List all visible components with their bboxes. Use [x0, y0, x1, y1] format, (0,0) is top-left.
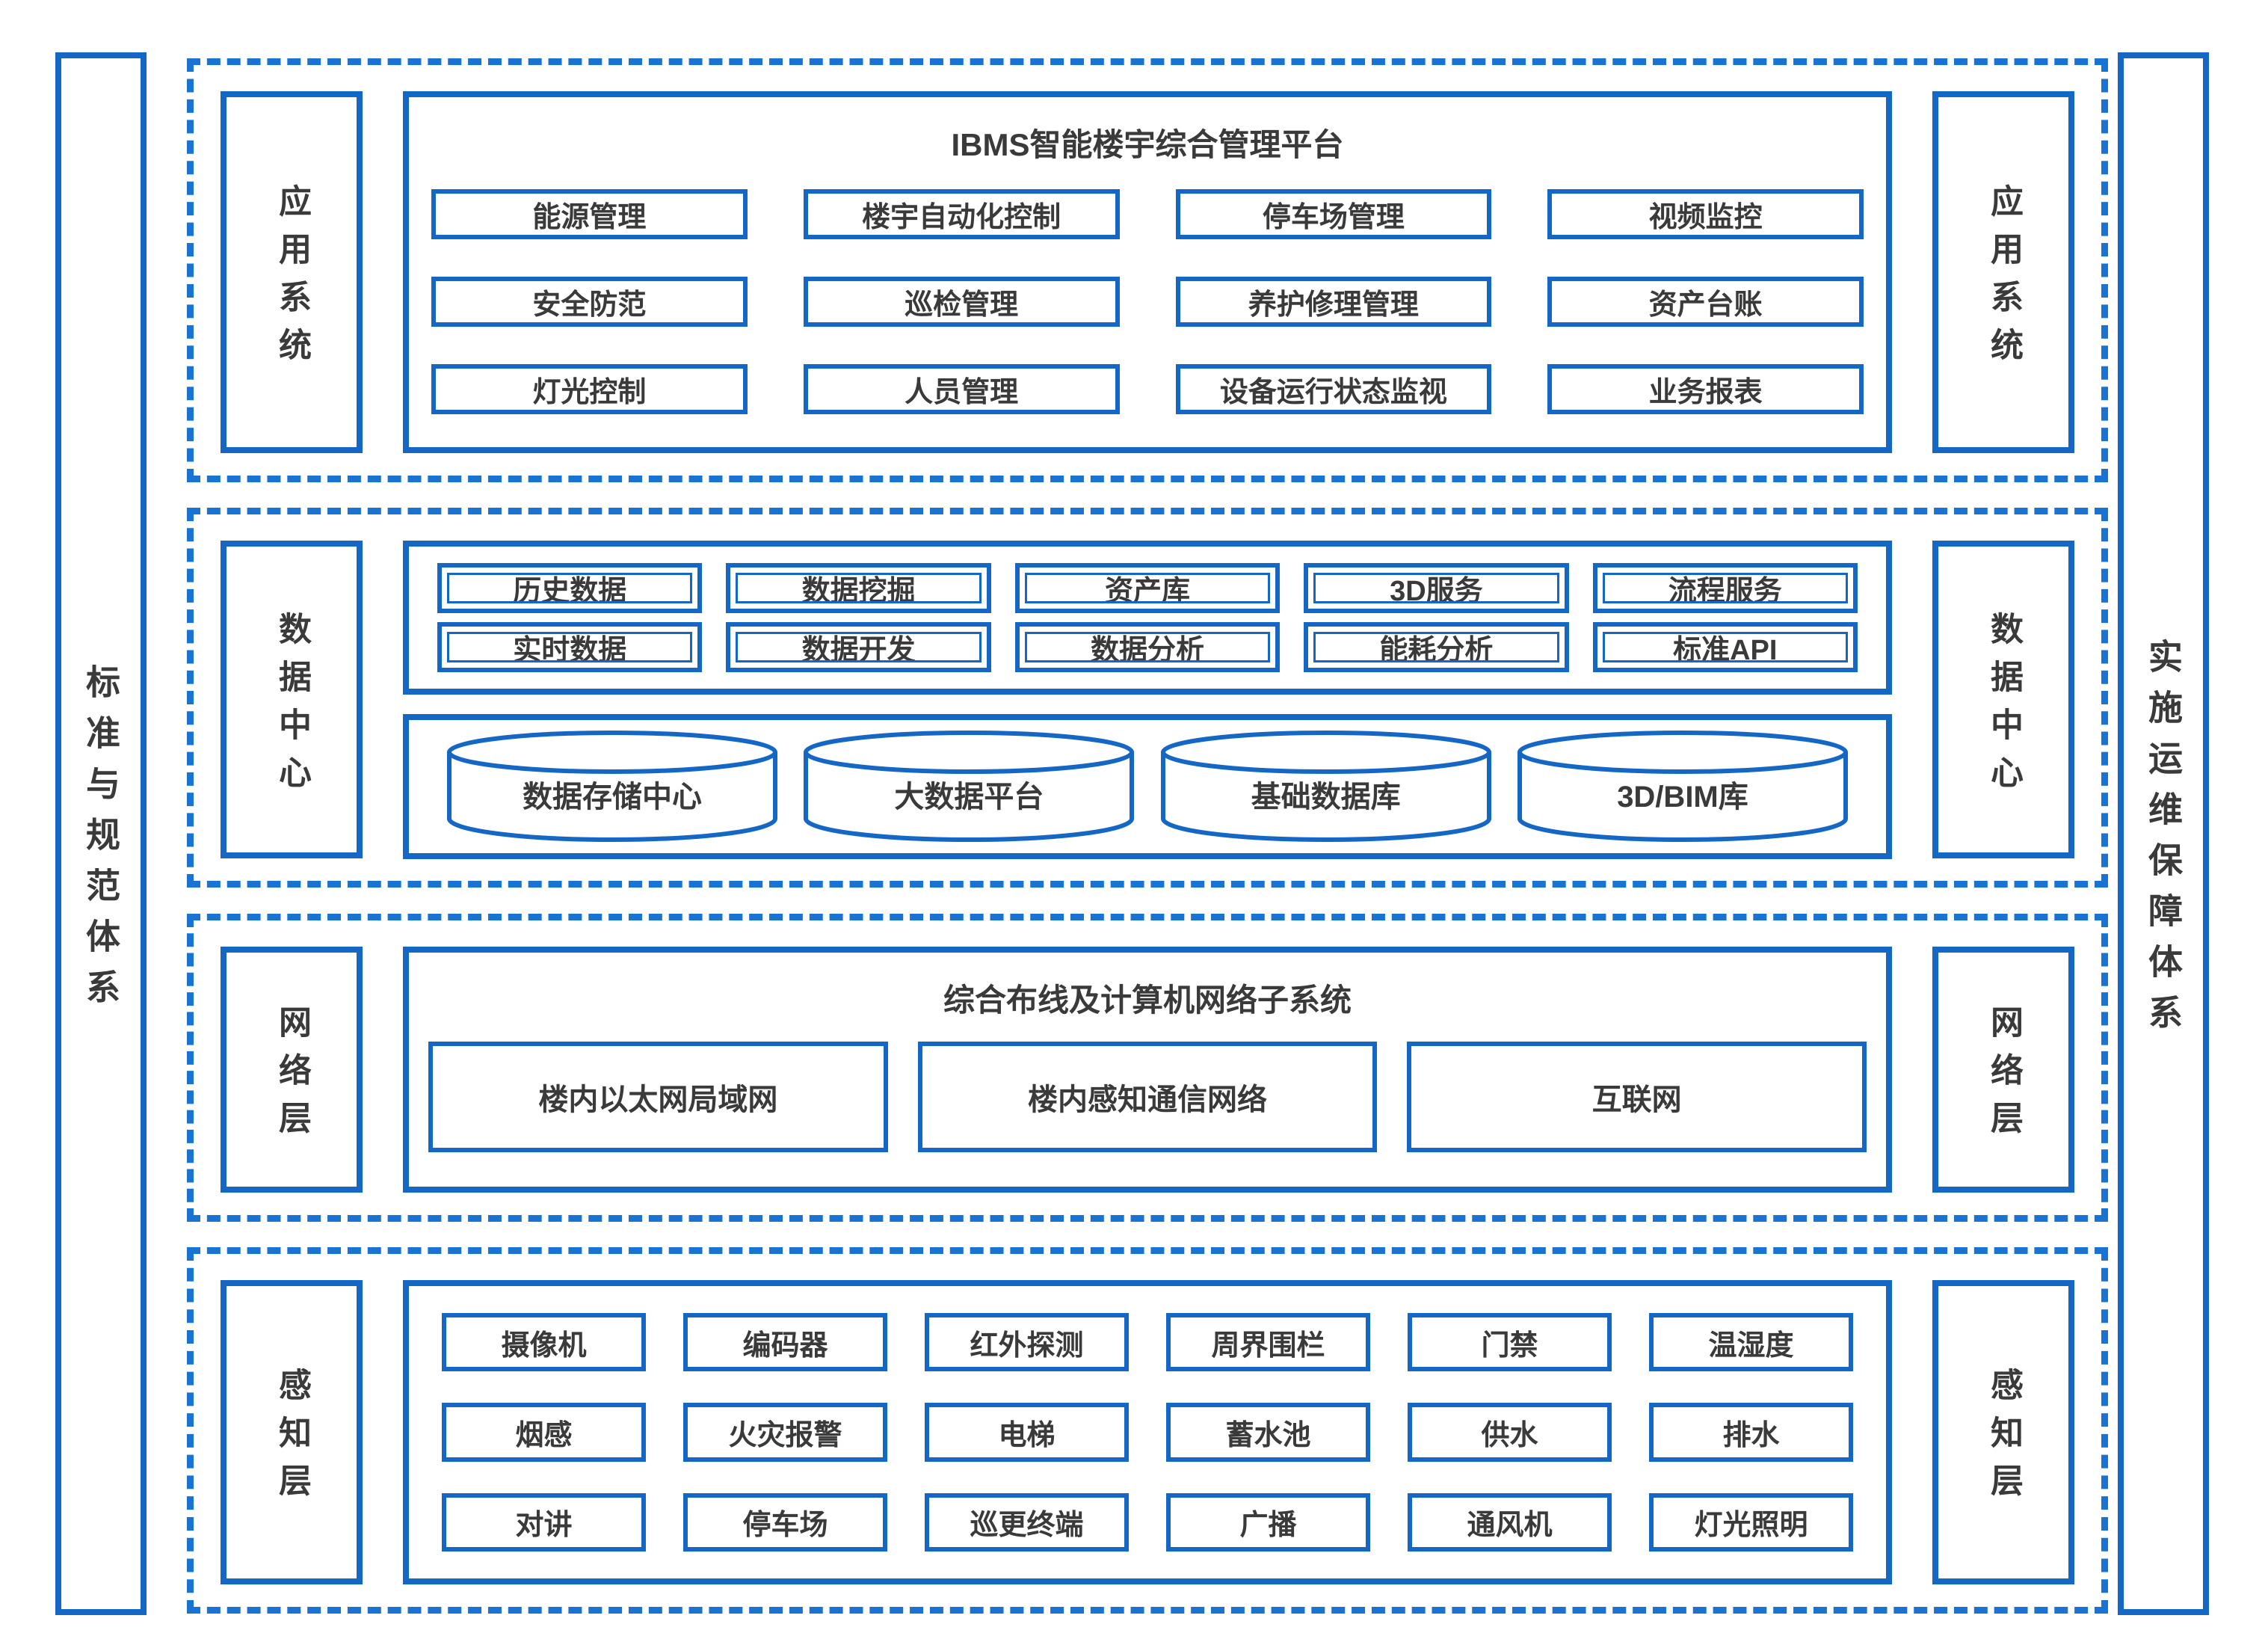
application-layer-label-right: 应用系统 [1932, 91, 2074, 453]
data-service-box: 资产库 [1014, 563, 1281, 614]
application-layer-content: IBMS智能楼宇综合管理平台 能源管理 楼宇自动化控制 停车场管理 视频监控 安… [403, 91, 1892, 453]
data-service-box: 数据分析 [1014, 622, 1281, 673]
perception-item-box: 停车场 [683, 1492, 887, 1552]
application-item-box: 人员管理 [803, 364, 1120, 414]
application-item-box: 能源管理 [431, 189, 748, 239]
network-item-box: 楼内感知通信网络 [917, 1041, 1378, 1152]
network-layer-content: 综合布线及计算机网络子系统 楼内以太网局域网 楼内感知通信网络 互联网 [403, 946, 1892, 1193]
ibms-platform-title: IBMS智能楼宇综合管理平台 [951, 127, 1344, 162]
perception-item-box: 巡更终端 [925, 1492, 1129, 1552]
cabling-network-title: 综合布线及计算机网络子系统 [943, 982, 1352, 1018]
databases-panel: 数据存储中心 大数据平台 基础数据库 [403, 714, 1892, 860]
cabling-network-panel: 综合布线及计算机网络子系统 楼内以太网局域网 楼内感知通信网络 互联网 [403, 946, 1892, 1193]
perception-item-box: 红外探测 [925, 1312, 1129, 1372]
network-layer-label-right: 网络层 [1932, 946, 2074, 1193]
data-center-layer: 数据中心 历史数据 数据挖掘 资产库 3D服务 流程服务 实时数据 数据开发 数… [187, 508, 2108, 888]
data-service-box: 数据挖掘 [726, 563, 991, 614]
database-cylinder: 基础数据库 [1157, 728, 1495, 846]
operation-maintenance-label: 实施运维保障体系 [2144, 639, 2183, 1045]
network-layer-label-left: 网络层 [221, 946, 363, 1193]
application-grid: 能源管理 楼宇自动化控制 停车场管理 视频监控 安全防范 巡检管理 养护修理管理… [409, 173, 1886, 458]
perception-item-box: 周界围栏 [1166, 1312, 1370, 1372]
application-item-box: 设备运行状态监视 [1175, 364, 1492, 414]
application-item-box: 灯光控制 [431, 364, 748, 414]
network-grid: 楼内以太网局域网 楼内感知通信网络 互联网 [409, 1028, 1886, 1187]
perception-item-box: 编码器 [683, 1312, 887, 1372]
data-service-box: 能耗分析 [1304, 622, 1569, 673]
perception-item-box: 广播 [1166, 1492, 1370, 1552]
standards-system-bar: 标准与规范体系 [55, 52, 147, 1615]
perception-item-box: 灯光照明 [1649, 1492, 1853, 1552]
application-item-box: 业务报表 [1547, 364, 1864, 414]
database-cylinder: 数据存储中心 [443, 728, 781, 846]
data-service-box: 数据开发 [726, 622, 991, 673]
application-layer: 应用系统 IBMS智能楼宇综合管理平台 能源管理 楼宇自动化控制 停车场管理 视… [187, 58, 2108, 482]
perception-item-box: 摄像机 [442, 1312, 646, 1372]
perception-item-box: 温湿度 [1649, 1312, 1853, 1372]
standards-system-label: 标准与规范体系 [81, 664, 120, 1020]
data-center-layer-content: 历史数据 数据挖掘 资产库 3D服务 流程服务 实时数据 数据开发 数据分析 能… [403, 541, 1892, 860]
network-layer: 网络层 综合布线及计算机网络子系统 楼内以太网局域网 楼内感知通信网络 互联网 … [187, 913, 2108, 1222]
application-item-box: 养护修理管理 [1175, 277, 1492, 327]
network-item-box: 互联网 [1407, 1041, 1867, 1152]
perception-item-box: 供水 [1408, 1403, 1612, 1462]
cylinder-shape-icon [1517, 731, 1848, 843]
perception-item-box: 对讲 [442, 1492, 646, 1552]
perception-layer-label-left: 感知层 [221, 1279, 363, 1584]
perception-item-box: 通风机 [1408, 1492, 1612, 1552]
perception-item-box: 火灾报警 [683, 1403, 887, 1462]
application-item-box: 楼宇自动化控制 [803, 189, 1120, 239]
cylinder-shape-icon [447, 731, 777, 843]
perception-item-box: 烟感 [442, 1403, 646, 1462]
data-center-layer-label-left: 数据中心 [221, 541, 363, 859]
network-item-box: 楼内以太网局域网 [428, 1041, 888, 1152]
data-service-box: 标准API [1592, 622, 1858, 673]
data-service-box: 3D服务 [1304, 563, 1569, 614]
perception-item-box: 蓄水池 [1166, 1403, 1370, 1462]
cylinder-shape-icon [804, 731, 1135, 843]
data-service-box: 流程服务 [1592, 563, 1858, 614]
data-center-layer-label-right: 数据中心 [1932, 541, 2074, 859]
perception-item-box: 排水 [1649, 1403, 1853, 1462]
database-cylinder: 大数据平台 [800, 728, 1138, 846]
data-service-box: 实时数据 [437, 622, 703, 673]
data-services-panel: 历史数据 数据挖掘 资产库 3D服务 流程服务 实时数据 数据开发 数据分析 能… [403, 541, 1892, 695]
perception-layer: 感知层 摄像机 编码器 红外探测 周界围栏 门禁 温湿度 烟感 火灾报警 电梯 … [187, 1246, 2108, 1614]
application-item-box: 视频监控 [1547, 189, 1864, 239]
application-item-box: 资产台账 [1547, 277, 1864, 327]
database-cylinder: 3D/BIM库 [1514, 728, 1852, 846]
perception-grid: 摄像机 编码器 红外探测 周界围栏 门禁 温湿度 烟感 火灾报警 电梯 蓄水池 … [403, 1279, 1892, 1584]
operation-maintenance-bar: 实施运维保障体系 [2118, 52, 2209, 1615]
application-item-box: 停车场管理 [1175, 189, 1492, 239]
application-item-box: 巡检管理 [803, 277, 1120, 327]
cylinder-shape-icon [1160, 731, 1491, 843]
layer-stack: 应用系统 IBMS智能楼宇综合管理平台 能源管理 楼宇自动化控制 停车场管理 视… [187, 58, 2108, 1614]
perception-layer-content: 摄像机 编码器 红外探测 周界围栏 门禁 温湿度 烟感 火灾报警 电梯 蓄水池 … [403, 1279, 1892, 1584]
data-service-box: 历史数据 [437, 563, 703, 614]
ibms-platform-panel: IBMS智能楼宇综合管理平台 能源管理 楼宇自动化控制 停车场管理 视频监控 安… [403, 91, 1892, 453]
application-layer-label-left: 应用系统 [221, 91, 363, 453]
application-item-box: 安全防范 [431, 277, 748, 327]
perception-layer-label-right: 感知层 [1932, 1279, 2074, 1584]
perception-item-box: 门禁 [1408, 1312, 1612, 1372]
perception-item-box: 电梯 [925, 1403, 1129, 1462]
